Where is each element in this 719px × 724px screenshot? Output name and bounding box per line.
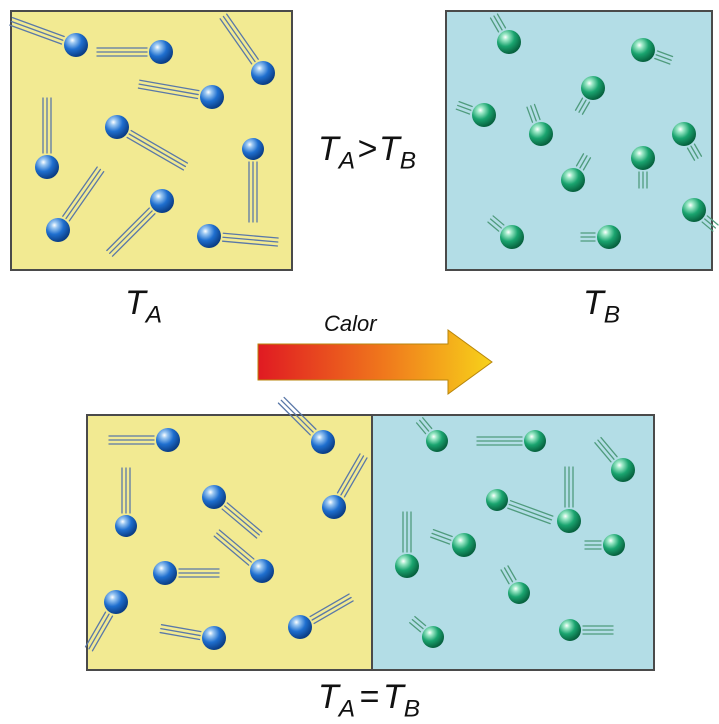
hot-particle-icon [153, 561, 177, 585]
cold-particle-icon [508, 582, 530, 604]
cold-particle-icon [529, 122, 553, 146]
hot-particle-icon [104, 590, 128, 614]
cold-particle-trail [594, 436, 618, 463]
hot-particle-trail [121, 467, 131, 514]
hot-particle-trail [248, 161, 258, 223]
cold-particle-icon [497, 30, 521, 54]
cold-particle-icon [472, 103, 496, 127]
hot-particle-trail [84, 611, 114, 652]
hot-particle-icon [202, 626, 226, 650]
equilibrium-box [86, 414, 655, 671]
hot-particle-icon [197, 224, 221, 248]
cold-particle-icon [524, 430, 546, 452]
cold-particle-icon [422, 626, 444, 648]
label-temperature-b: TB [583, 284, 621, 329]
cold-particle-icon [395, 554, 419, 578]
hot-particle-icon [250, 559, 274, 583]
cold-particle-trail [584, 540, 602, 550]
label-temperature-a: TA [125, 284, 163, 329]
hot-particle-trail [96, 47, 148, 57]
hot-particle-trail [277, 396, 317, 436]
cold-particle-trail [430, 528, 453, 545]
cold-particle-icon [557, 509, 581, 533]
hot-particle-trail [178, 568, 220, 578]
cold-particle-trail [575, 153, 592, 171]
hot-particle-trail [9, 16, 65, 45]
cold-particle-trail [489, 13, 507, 33]
cold-particle-icon [611, 458, 635, 482]
hot-particle-icon [311, 430, 335, 454]
hot-particle-trail [221, 232, 279, 247]
cold-particle-icon [597, 225, 621, 249]
cold-particle-icon [631, 38, 655, 62]
hot-particle-icon [64, 33, 88, 57]
cold-particle-icon [581, 76, 605, 100]
cold-particle-trail [402, 511, 412, 553]
hot-particle-trail [221, 502, 263, 539]
heat-arrow-icon [257, 329, 493, 395]
cold-particle-icon [426, 430, 448, 452]
hot-particle-trail [159, 624, 202, 641]
hot-particle-icon [288, 615, 312, 639]
cold-particle-trail [526, 103, 541, 123]
cold-particle-icon [682, 198, 706, 222]
hot-particle-icon [46, 218, 70, 242]
cold-particle-icon [561, 168, 585, 192]
label-heat: Calor [324, 311, 377, 336]
label-temperature-comparison: TA>TB [318, 130, 417, 175]
hot-particle-trail [62, 166, 105, 222]
cold-particle-icon [603, 534, 625, 556]
cold-box [445, 10, 713, 271]
hot-particle-icon [251, 61, 275, 85]
cold-particle-trail [638, 171, 648, 189]
cold-particle-trail [409, 615, 427, 633]
hot-particle-icon [322, 495, 346, 519]
cold-particle-trail [574, 97, 591, 115]
cold-particle-trail [500, 565, 517, 585]
hot-particle-icon [105, 115, 129, 139]
hot-particle-trail [219, 13, 259, 65]
hot-particle-trail [336, 453, 368, 498]
hot-particle-icon [35, 155, 59, 179]
cold-particle-trail [507, 500, 554, 525]
hot-particle-icon [115, 515, 137, 537]
hot-particle-icon [150, 189, 174, 213]
cold-particle-trail [455, 101, 473, 115]
hot-particle-trail [137, 79, 200, 100]
hot-particle-trail [309, 593, 354, 625]
hot-particle-icon [242, 138, 264, 160]
hot-particle-icon [200, 85, 224, 109]
cold-particle-icon [486, 489, 508, 511]
cold-particle-trail [487, 215, 505, 232]
cold-particle-trail [654, 50, 674, 65]
cold-particle-trail [415, 417, 433, 435]
hot-particle-icon [156, 428, 180, 452]
hot-particle-trail [126, 129, 189, 171]
hot-particle-trail [108, 435, 155, 445]
cold-particle-trail [580, 232, 596, 242]
hot-particle-icon [202, 485, 226, 509]
equilibrium-hot-half [87, 415, 372, 670]
cold-particle-icon [631, 146, 655, 170]
cold-particle-trail [564, 466, 574, 508]
cold-particle-icon [672, 122, 696, 146]
cold-particle-trail [701, 215, 719, 232]
hot-particle-trail [42, 97, 52, 154]
hot-particle-trail [213, 529, 255, 566]
hot-particle-icon [149, 40, 173, 64]
cold-particle-trail [582, 625, 614, 635]
cold-particle-icon [500, 225, 524, 249]
cold-particle-icon [559, 619, 581, 641]
cold-particle-trail [476, 436, 523, 446]
cold-particle-icon [452, 533, 476, 557]
hot-particle-trail [106, 207, 156, 257]
cold-particle-trail [686, 143, 703, 161]
label-temperature-equality: TA=TB [318, 678, 421, 723]
